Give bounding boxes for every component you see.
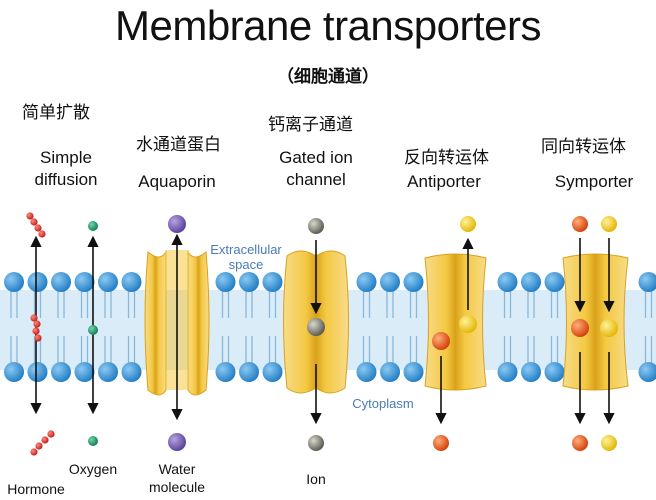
hormone-molecule-top [26, 212, 46, 238]
lipid-head [27, 272, 48, 292]
water-label-line1: Water [158, 461, 196, 477]
symporter-orange-ion-top [572, 216, 588, 232]
cytoplasm-label: Cytoplasm [352, 396, 414, 411]
water-molecule-top [168, 215, 186, 233]
oxygen-molecule-bottom [88, 436, 98, 446]
ion-label: Ion [306, 471, 326, 487]
ion-top [308, 218, 324, 234]
antiporter-cn-label: 反向转运体 [404, 148, 489, 168]
lipid-head [262, 362, 283, 382]
lipid-head [98, 272, 118, 292]
lipid-head [239, 272, 259, 292]
symporter-orange-ion-middle [571, 319, 589, 337]
antiporter-en-label: Antiporter [407, 172, 481, 191]
lipid-head [638, 272, 656, 292]
hormone-label: Hormone [7, 481, 65, 497]
lipid-head [4, 272, 24, 292]
lipid-head [121, 272, 142, 292]
lipid-head [51, 362, 71, 382]
lipid-head [215, 272, 236, 292]
antiporter-yellow-ion-top [460, 216, 476, 232]
lipid-head [497, 272, 518, 292]
gated-ion-channel-en-line1: Gated ion [279, 148, 353, 167]
lipid-head [497, 362, 518, 382]
hormone-molecule-middle [30, 314, 42, 342]
ion-in-channel [307, 318, 325, 336]
gated-ion-channel-en-line2: channel [286, 170, 346, 189]
oxygen-molecule-top [88, 221, 98, 231]
lipid-head [403, 272, 424, 292]
lipid-head [380, 362, 400, 382]
aquaporin-en-label: Aquaporin [138, 172, 216, 191]
extracellular-space-label: Extracellular space [210, 242, 282, 272]
symporter-protein [562, 253, 629, 391]
symporter-cn-label: 同向转运体 [541, 137, 626, 157]
lipid-head [403, 362, 424, 382]
page-title: Membrane transporters [114, 2, 542, 49]
page-subtitle: （细胞通道） [277, 67, 379, 87]
symporter-en-label: Symporter [554, 172, 634, 191]
lipid-head [262, 272, 283, 292]
lipid-head [544, 362, 565, 382]
symporter-yellow-ion-top [601, 216, 617, 232]
antiporter-yellow-ion-middle [459, 315, 477, 333]
ion-bottom [308, 435, 324, 451]
symporter-orange-ion-bottom [572, 435, 588, 451]
symporter-yellow-ion-middle [600, 319, 618, 337]
simple-diffusion-cn-label: 简单扩散 [22, 103, 90, 123]
lipid-head [51, 272, 71, 292]
symporter-yellow-ion-bottom [601, 435, 617, 451]
antiporter-orange-ion-middle [432, 332, 450, 350]
gated-ion-channel-en-label: Gated ion channel [279, 147, 353, 191]
lipid-head [74, 362, 95, 382]
simple-diffusion-en-line2: diffusion [34, 170, 98, 189]
oxygen-molecule-middle [88, 325, 98, 335]
water-molecule-label: Water molecule [149, 460, 205, 496]
antiporter-orange-ion-bottom [433, 435, 449, 451]
oxygen-label: Oxygen [68, 461, 118, 477]
lipid-head [521, 362, 541, 382]
antiporter-protein [424, 253, 487, 391]
water-molecule-bottom [168, 433, 186, 451]
lipid-head [356, 272, 377, 292]
lipid-head [544, 272, 565, 292]
lipid-head [380, 272, 400, 292]
lipid-head [74, 272, 95, 292]
gated-ion-channel-cn-label: 钙离子通道 [268, 115, 353, 135]
extracellular-line1: Extracellular [210, 242, 282, 257]
water-label-line2: molecule [148, 479, 206, 495]
lipid-head [356, 362, 377, 382]
lipid-head [239, 362, 259, 382]
hormone-molecule-bottom [30, 430, 55, 456]
lipid-head [215, 362, 236, 382]
lipid-head [4, 362, 24, 382]
simple-diffusion-en-line1: Simple [40, 148, 92, 167]
lipid-head [98, 362, 118, 382]
lipid-head [27, 362, 48, 382]
simple-diffusion-en-label: Simple diffusion [34, 147, 97, 191]
lipid-head [638, 362, 656, 382]
lipid-head [121, 362, 142, 382]
extracellular-line2: space [228, 257, 264, 272]
lipid-head [521, 272, 541, 292]
aquaporin-cn-label: 水通道蛋白 [136, 135, 221, 155]
